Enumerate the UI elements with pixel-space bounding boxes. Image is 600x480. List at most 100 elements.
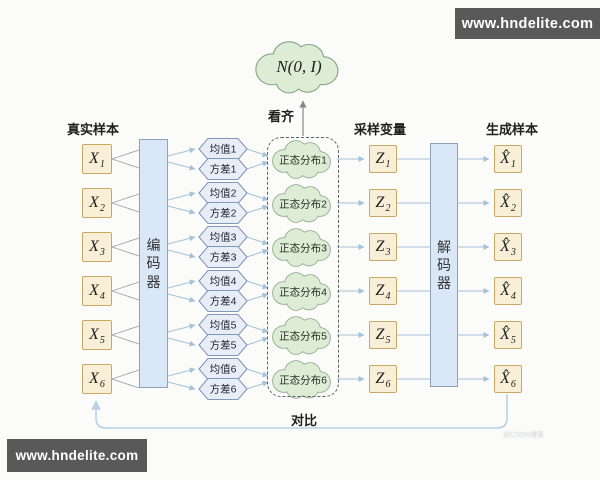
xhat-label: X̂ [500, 282, 510, 299]
xhat-subscript: 2 [510, 203, 516, 215]
decoder-block: 解码器 [430, 143, 458, 387]
z-box-1: Z1 [369, 145, 397, 173]
connector [167, 249, 196, 259]
connector [167, 191, 196, 201]
x-subscript: 1 [99, 159, 105, 171]
connector [167, 367, 196, 377]
connector [167, 235, 196, 245]
compare-label: 对比 [291, 413, 318, 428]
x-subscript: 6 [99, 379, 105, 391]
align-label: 看齐 [268, 109, 295, 124]
connector [167, 161, 196, 171]
z-subscript: 2 [385, 203, 391, 215]
xhat-label: X̂ [500, 326, 510, 343]
x-box-3: X3 [82, 232, 112, 262]
connector [111, 237, 140, 248]
z-subscript: 1 [385, 159, 391, 171]
variance-label-2: 方差2 [209, 207, 237, 220]
connector [111, 281, 140, 292]
variance-hexagon-2 [198, 201, 248, 225]
z-label: Z [375, 238, 385, 255]
distribution-label-5: 正态分布5 [279, 330, 327, 343]
mean-label-1: 均值1 [209, 143, 237, 156]
x-label: X [89, 150, 99, 167]
distribution-label-2: 正态分布2 [279, 198, 327, 211]
watermark-bar-bottom: www.hndelite.com [7, 439, 147, 472]
connector [246, 324, 269, 334]
header-generated-samples: 生成样本 [486, 122, 539, 137]
latent-distributions-container [267, 137, 339, 397]
x-subscript: 2 [99, 203, 105, 215]
z-box-6: Z6 [369, 365, 397, 393]
connector [167, 205, 196, 215]
xhat-subscript: 5 [510, 335, 516, 347]
x-box-1: X1 [82, 144, 112, 174]
connector [246, 148, 269, 158]
xhat-box-5: X̂5 [494, 321, 522, 349]
connector [111, 369, 140, 380]
variance-label-3: 方差3 [209, 251, 237, 264]
connector [246, 292, 269, 302]
connector [167, 323, 196, 333]
xhat-label: X̂ [500, 238, 510, 255]
x-label: X [89, 326, 99, 343]
decoder-label: 解码器 [437, 238, 451, 292]
header-sampling-variables: 采样变量 [354, 122, 407, 137]
xhat-label: X̂ [500, 194, 510, 211]
distribution-label-1: 正态分布1 [279, 154, 327, 167]
mean-label-2: 均值2 [209, 187, 237, 200]
variance-label-6: 方差6 [209, 383, 237, 396]
x-box-2: X2 [82, 188, 112, 218]
connector [246, 368, 269, 378]
connector [111, 158, 140, 169]
xhat-subscript: 3 [510, 247, 516, 259]
xhat-box-6: X̂6 [494, 365, 522, 393]
z-box-5: Z5 [369, 321, 397, 349]
distribution-label-6: 正态分布6 [279, 374, 327, 387]
xhat-box-4: X̂4 [494, 277, 522, 305]
connector [111, 149, 140, 160]
x-label: X [89, 370, 99, 387]
z-label: Z [375, 326, 385, 343]
xhat-label: X̂ [500, 370, 510, 387]
connector [246, 280, 269, 290]
variance-hexagon-6 [198, 377, 248, 401]
watermark-bar-top: www.hndelite.com [455, 8, 600, 39]
mean-label-5: 均值5 [209, 319, 237, 332]
xhat-subscript: 1 [510, 159, 516, 171]
connector [111, 325, 140, 336]
variance-label-5: 方差5 [209, 339, 237, 352]
distribution-label-3: 正态分布3 [279, 242, 327, 255]
prior-distribution-label: N(0, I) [276, 57, 322, 76]
mean-label-6: 均值6 [209, 363, 237, 376]
connector [167, 279, 196, 289]
variance-hexagon-1 [198, 157, 248, 181]
x-subscript: 3 [99, 247, 105, 259]
z-label: Z [375, 150, 385, 167]
compare-feedback-line [91, 394, 508, 429]
xhat-box-3: X̂3 [494, 233, 522, 261]
z-label: Z [375, 370, 385, 387]
connector [246, 248, 269, 258]
z-subscript: 3 [385, 247, 391, 259]
connector [167, 381, 196, 391]
encoder-block: 编码器 [139, 139, 168, 388]
variance-hexagon-5 [198, 333, 248, 357]
x-label: X [89, 282, 99, 299]
z-box-4: Z4 [369, 277, 397, 305]
variance-hexagon-4 [198, 289, 248, 313]
x-box-5: X5 [82, 320, 112, 350]
xhat-box-2: X̂2 [494, 189, 522, 217]
z-label: Z [375, 194, 385, 211]
connector [246, 236, 269, 246]
connector [246, 160, 269, 170]
x-subscript: 5 [99, 335, 105, 347]
encoder-label: 编码器 [146, 237, 161, 290]
distribution-label-4: 正态分布4 [279, 286, 327, 299]
xhat-subscript: 6 [510, 379, 516, 391]
xhat-box-1: X̂1 [494, 145, 522, 173]
faint-corner-watermark: @CSDN博客 [503, 432, 544, 439]
mean-label-4: 均值4 [209, 275, 237, 288]
